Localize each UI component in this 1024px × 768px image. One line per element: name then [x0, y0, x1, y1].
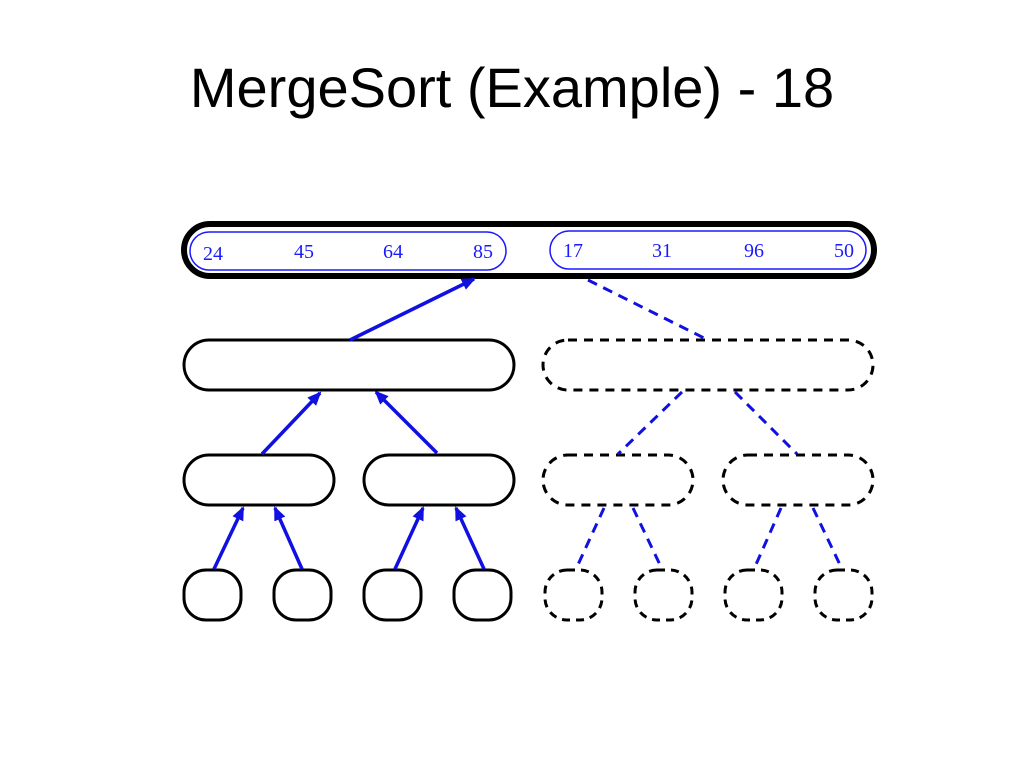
- leaf-node-8: [813, 568, 874, 622]
- root-value-50: 50: [834, 240, 854, 262]
- root-value-17: 17: [563, 240, 583, 262]
- level1-right-node: [541, 338, 875, 392]
- level1-left-node: [182, 338, 516, 392]
- root-value-64: 64: [383, 241, 403, 263]
- root-value-31: 31: [652, 240, 672, 262]
- arrow-leaf3-to-level2: [393, 506, 425, 570]
- arrow-level2b-to-level1: [374, 390, 439, 455]
- leaf-node-4: [452, 568, 513, 622]
- dashed-level1-to-level2-3: [616, 390, 684, 456]
- dashed-level2-4-to-leaf7: [752, 507, 783, 570]
- dashed-root-to-level1-right: [587, 278, 709, 342]
- leaf-node-3: [362, 568, 423, 622]
- root-right-group: [549, 230, 867, 270]
- root-value-45: 45: [294, 241, 314, 263]
- root-value-85: 85: [473, 241, 493, 263]
- root-value-96: 96: [744, 240, 764, 262]
- slide-title: MergeSort (Example) - 18: [189, 56, 835, 119]
- arrow-level2a-to-level1: [260, 391, 322, 456]
- arrow-leaf1-to-level2: [212, 506, 245, 570]
- root-node: [181, 221, 877, 279]
- root-value-24: 24: [203, 243, 223, 265]
- arrow-leaf4-to-level2: [454, 506, 486, 570]
- level2-node-3: [541, 453, 695, 507]
- leaf-node-6: [633, 568, 694, 622]
- leaf-node-5: [543, 568, 604, 622]
- arrow-level1-to-root: [349, 277, 476, 342]
- leaf-node-1: [182, 568, 243, 622]
- arrow-leaf2-to-level2: [273, 506, 304, 570]
- dashed-level2-4-to-leaf8: [811, 507, 844, 570]
- leaf-node-2: [272, 568, 333, 622]
- root-left-group: [189, 231, 507, 271]
- dashed-level1-to-level2-4: [733, 390, 799, 456]
- dashed-level2-3-to-leaf6: [631, 507, 664, 570]
- dashed-level2-3-to-leaf5: [574, 507, 606, 570]
- leaf-node-7: [723, 568, 784, 622]
- level2-node-4: [721, 453, 875, 507]
- level2-node-2: [362, 453, 516, 507]
- level2-node-1: [182, 453, 336, 507]
